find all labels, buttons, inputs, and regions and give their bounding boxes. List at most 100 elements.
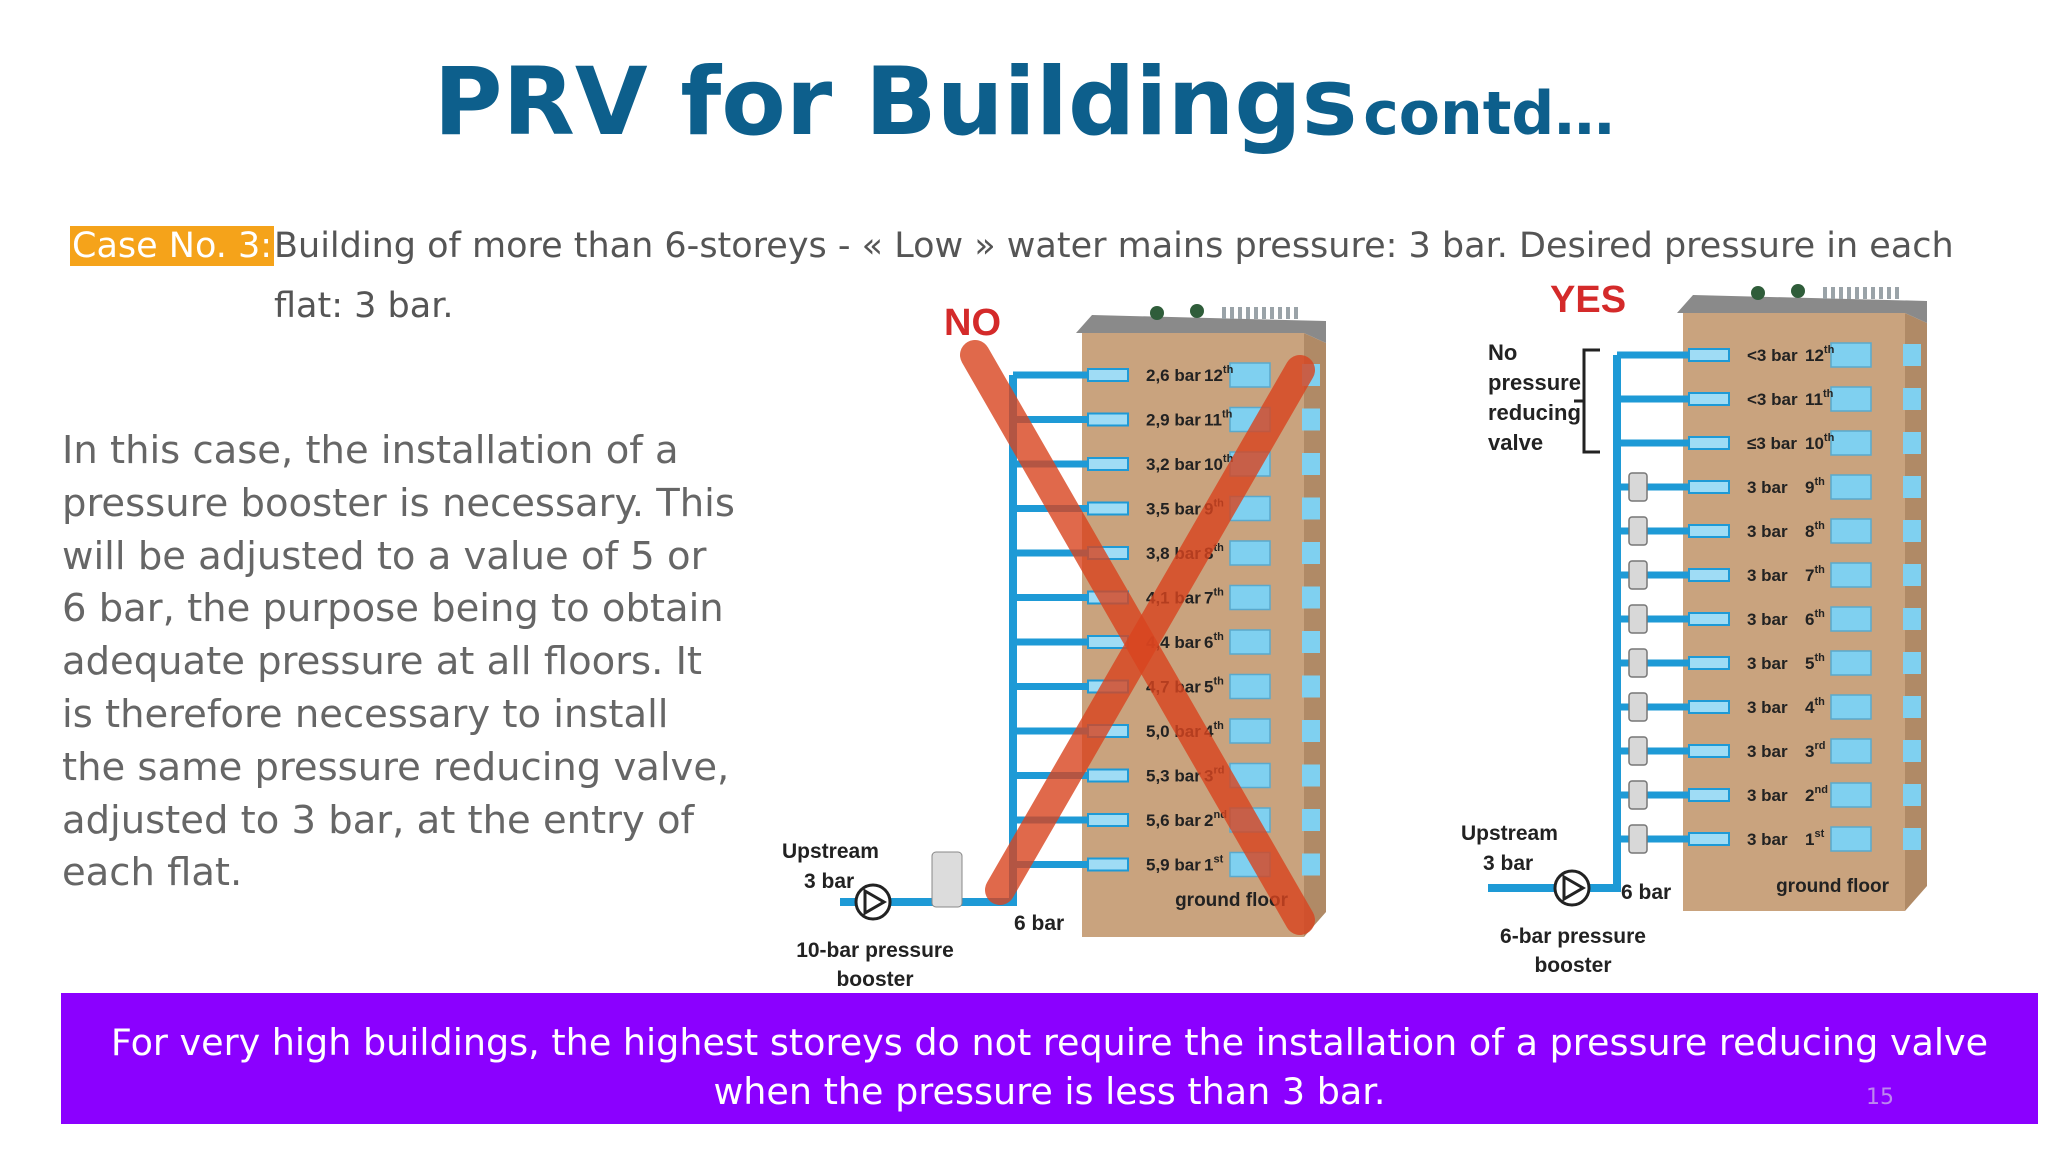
window <box>1830 562 1872 588</box>
floor-pressure: 5,6 bar <box>1146 811 1201 830</box>
pressure-reducing-valve-icon <box>1628 824 1648 854</box>
rooftop-rail <box>1879 287 1883 299</box>
side-window <box>1903 344 1921 366</box>
floor-pressure: 5,3 bar <box>1146 767 1201 786</box>
apartment-fitting <box>1688 568 1730 582</box>
rooftop-rail <box>1839 287 1843 299</box>
side-window <box>1302 809 1320 831</box>
side-window <box>1903 784 1921 806</box>
floor-number: 5th <box>1805 652 1825 673</box>
title-suffix: contd… <box>1363 79 1615 149</box>
pressure-reducing-valve-icon <box>1628 692 1648 722</box>
side-window <box>1903 476 1921 498</box>
side-window <box>1302 675 1320 698</box>
no-cross-stroke <box>985 355 1315 905</box>
pressure-reducing-valve-icon <box>1628 472 1648 502</box>
window <box>1830 826 1872 852</box>
side-window <box>1903 740 1921 762</box>
apartment-fitting <box>1087 412 1129 427</box>
window <box>1830 430 1872 456</box>
window <box>1229 673 1271 700</box>
bracket-icon <box>1574 348 1600 454</box>
case-label: Case No. 3: <box>70 226 275 266</box>
rooftop-rail <box>1222 307 1226 319</box>
booster-label: 10-bar pressure <box>796 939 954 962</box>
floor-number: 3rd <box>1805 740 1825 761</box>
floor-pressure: 3,2 bar <box>1146 455 1201 474</box>
side-window <box>1903 652 1921 674</box>
apartment-fitting <box>1087 368 1129 382</box>
window <box>1830 386 1872 412</box>
apartment-fitting <box>1688 744 1730 758</box>
window <box>1830 606 1872 632</box>
no-prv-note: valve <box>1488 430 1543 455</box>
side-window <box>1903 564 1921 586</box>
floor-number: 10th <box>1204 453 1234 474</box>
floor-pressure: 3,5 bar <box>1146 500 1201 519</box>
side-window <box>1302 764 1320 787</box>
pressure-reducing-valve-icon <box>1628 560 1648 590</box>
window <box>1229 540 1271 566</box>
floor-pressure: 3 bar <box>1747 610 1788 629</box>
side-window <box>1302 586 1320 609</box>
rooftop-rail <box>1238 307 1242 319</box>
rooftop-rail <box>1863 287 1867 299</box>
apartment-fitting <box>1688 348 1730 362</box>
rooftop-rail <box>1895 287 1899 299</box>
rooftop-rail <box>1278 307 1282 319</box>
floor-number: 6th <box>1204 631 1224 652</box>
apartment-fitting <box>1087 813 1129 827</box>
window <box>1830 738 1872 764</box>
rooftop-rail <box>1855 287 1859 299</box>
rooftop-rail <box>1871 287 1875 299</box>
apartment-fitting <box>1688 612 1730 626</box>
rooftop-rail <box>1294 307 1298 319</box>
tree-icon <box>1190 304 1204 318</box>
side-window <box>1302 453 1320 475</box>
no-prv-note: reducing <box>1488 400 1581 425</box>
upstream-pressure: 3 bar <box>1483 852 1533 875</box>
ground-floor-label: ground floor <box>1175 890 1289 911</box>
window <box>1229 584 1271 611</box>
floor-pressure: ≤3 bar <box>1747 434 1797 453</box>
window <box>1830 474 1872 500</box>
apartment-fitting <box>1688 700 1730 714</box>
floor-number: 10th <box>1805 432 1835 453</box>
floor-number: 7th <box>1204 587 1224 608</box>
case-text: Building of more than 6-storeys - « Low … <box>274 226 1954 326</box>
rooftop-rail <box>1254 307 1258 319</box>
floor-number: 7th <box>1805 564 1825 585</box>
floor-pressure: <3 bar <box>1747 390 1798 409</box>
rooftop-rail <box>1246 307 1250 319</box>
no-prv-note: pressure <box>1488 370 1581 395</box>
pressure-reducing-valve-icon <box>1628 780 1648 810</box>
floor-number: 8th <box>1805 520 1825 541</box>
booster-label: booster <box>836 968 913 991</box>
pressure-reducing-valve-icon <box>1628 736 1648 766</box>
window <box>1830 782 1872 808</box>
floor-number: 6th <box>1805 608 1825 629</box>
rooftop-rail <box>1847 287 1851 299</box>
window <box>1830 342 1872 368</box>
outlet-pressure: 6 bar <box>1014 912 1064 935</box>
side-window <box>1302 720 1320 742</box>
tree-icon <box>1751 286 1765 300</box>
floor-pressure: <3 bar <box>1747 346 1798 365</box>
side-window <box>1302 631 1320 653</box>
pressure-reducing-valve-icon <box>1628 516 1648 546</box>
no-prv-note: No <box>1488 340 1517 365</box>
apartment-fitting <box>1688 832 1730 846</box>
yes-verdict: YES <box>1550 279 1626 321</box>
booster-valve-icon <box>931 851 963 908</box>
booster-label: 6-bar pressure <box>1500 925 1646 948</box>
side-window <box>1903 388 1921 410</box>
floor-pressure: 3 bar <box>1747 522 1788 541</box>
page-number: 15 <box>1866 1085 1894 1110</box>
side-window <box>1903 520 1921 542</box>
floor-pressure: 3 bar <box>1747 830 1788 849</box>
rooftop-rail <box>1823 287 1827 299</box>
apartment-fitting <box>1688 656 1730 670</box>
